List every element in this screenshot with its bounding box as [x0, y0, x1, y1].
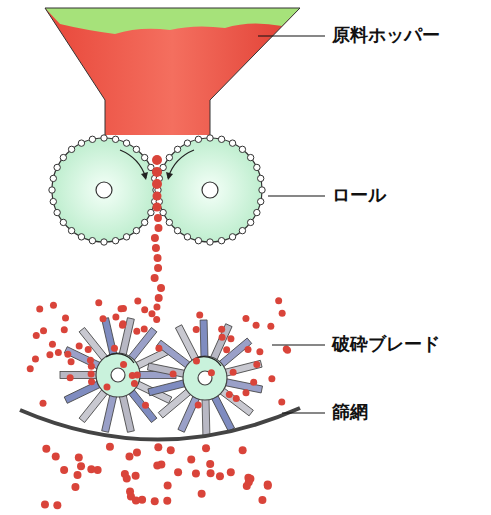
screen-mesh [20, 408, 300, 440]
nip-particles [152, 155, 162, 212]
crushing-rolls [49, 135, 265, 245]
crushing-blades [60, 318, 263, 436]
raw-material-hopper [45, 8, 300, 135]
hopper-label: 原料ホッパー [330, 24, 442, 46]
leader-lines [258, 36, 325, 413]
blade-label: 破砕ブレード [330, 333, 442, 355]
roll-label: ロール [330, 184, 388, 206]
screen-label: 篩網 [330, 401, 370, 423]
particles [27, 214, 291, 509]
